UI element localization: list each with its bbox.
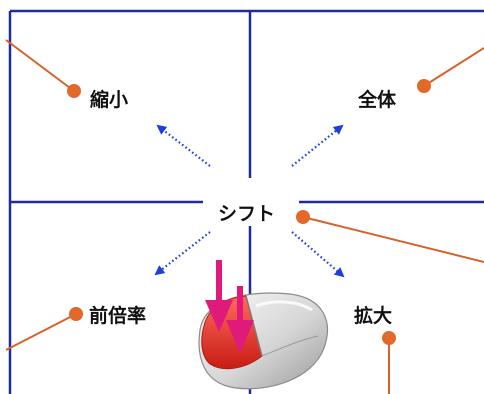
leader-dot-whole (417, 79, 431, 93)
leader-dots (67, 79, 431, 345)
leader-dot-prev-zoom (69, 307, 83, 321)
label-shrink: 縮小 (90, 88, 128, 111)
label-whole: 全体 (357, 88, 397, 111)
arrow-up-right (291, 124, 344, 167)
leader-dot-shift (296, 210, 310, 224)
arrow-down-right (291, 231, 345, 278)
leader-dot-enlarge (382, 331, 396, 345)
leader-line-shrink (5, 39, 75, 92)
direction-arrows (154, 124, 345, 278)
down-arrow-icon (205, 260, 254, 354)
leader-lines (5, 39, 484, 394)
leader-line-shift (302, 216, 484, 263)
leader-line-whole (423, 47, 484, 87)
label-enlarge: 拡大 (354, 304, 392, 327)
arrow-up-left (156, 124, 211, 167)
leader-line-prev-zoom (5, 313, 77, 351)
label-shift: シフト (218, 203, 275, 225)
leader-dot-shrink (67, 84, 81, 98)
label-prev-zoom: 前倍率 (89, 304, 146, 327)
arrow-down-left (154, 231, 211, 276)
